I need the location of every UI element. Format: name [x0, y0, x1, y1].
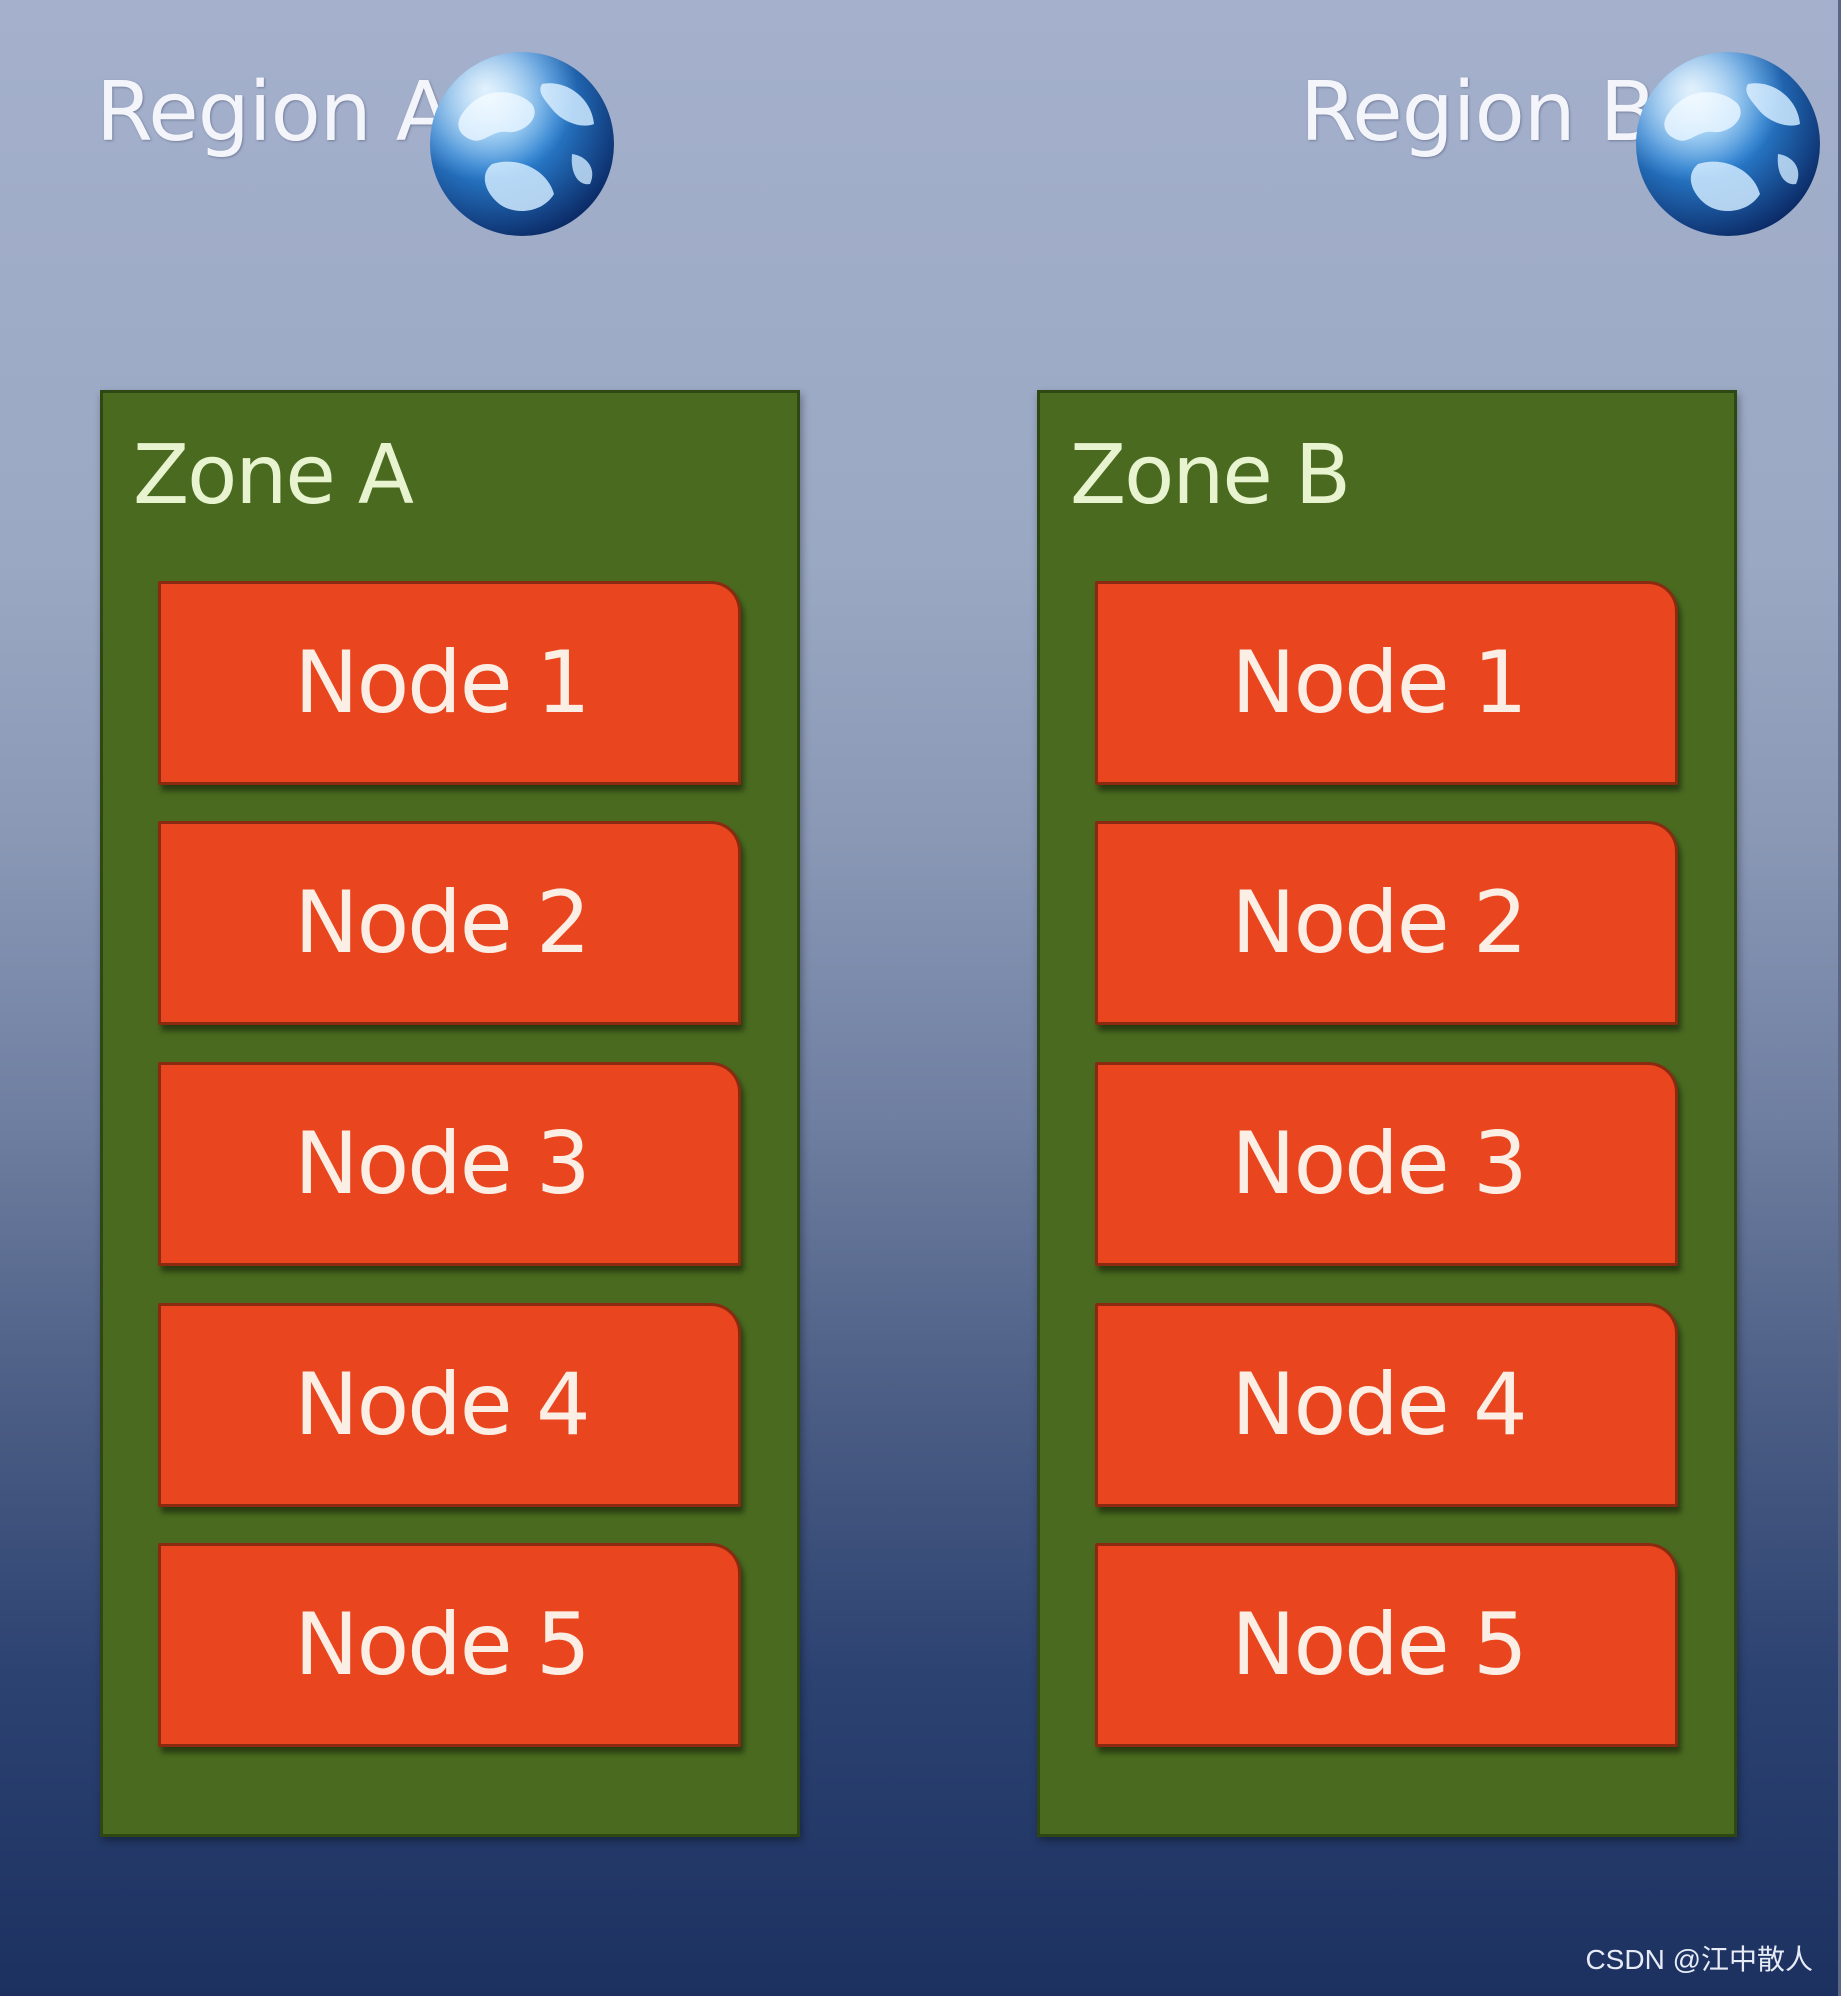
- zone-b: Zone B Node 1 Node 2 Node 3 Node 4 Node …: [1037, 390, 1737, 1837]
- node-label: Node 5: [294, 1595, 591, 1695]
- node-label: Node 1: [294, 633, 591, 733]
- node-box: Node 1: [1095, 581, 1678, 785]
- region-b-label: Region B: [1300, 65, 1656, 160]
- zone-title: Zone A: [133, 428, 414, 523]
- region-a-label: Region A: [96, 65, 452, 160]
- node-label: Node 5: [1231, 1595, 1528, 1695]
- node-label: Node 1: [1231, 633, 1528, 733]
- node-label: Node 3: [294, 1114, 591, 1214]
- node-box: Node 2: [158, 821, 741, 1025]
- node-label: Node 2: [1231, 873, 1528, 973]
- node-box: Node 5: [1095, 1543, 1678, 1747]
- node-box: Node 4: [158, 1303, 741, 1507]
- node-label: Node 4: [294, 1355, 591, 1455]
- globe-icon: [1636, 52, 1820, 236]
- node-box: Node 2: [1095, 821, 1678, 1025]
- node-label: Node 2: [294, 873, 591, 973]
- watermark: CSDN @江中散人: [1585, 1944, 1813, 1975]
- zone-title: Zone B: [1070, 428, 1351, 523]
- node-label: Node 4: [1231, 1355, 1528, 1455]
- node-box: Node 1: [158, 581, 741, 785]
- node-box: Node 4: [1095, 1303, 1678, 1507]
- node-box: Node 5: [158, 1543, 741, 1747]
- node-box: Node 3: [1095, 1062, 1678, 1266]
- node-label: Node 3: [1231, 1114, 1528, 1214]
- globe-icon: [430, 52, 614, 236]
- node-box: Node 3: [158, 1062, 741, 1266]
- zone-a: Zone A Node 1 Node 2 Node 3 Node 4 Node …: [100, 390, 800, 1837]
